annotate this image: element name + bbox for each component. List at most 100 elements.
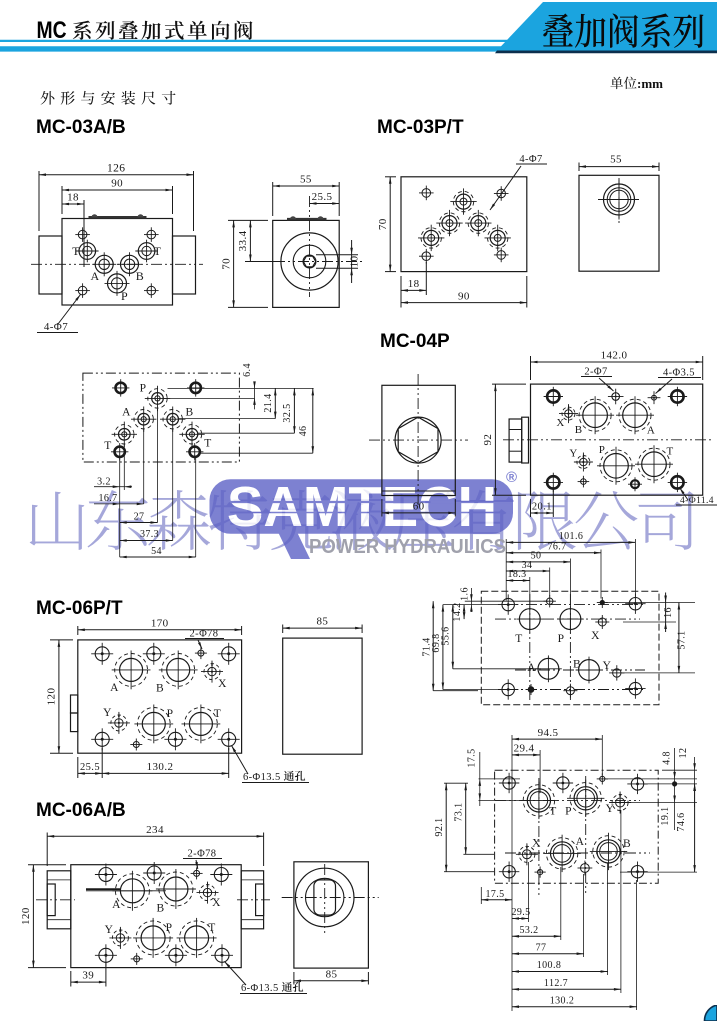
svg-text:70: 70	[221, 258, 233, 270]
svg-text:54: 54	[151, 546, 162, 557]
svg-text:90: 90	[458, 290, 470, 302]
svg-text:21.4: 21.4	[263, 393, 274, 412]
svg-text:16.7: 16.7	[98, 493, 117, 504]
svg-text:73.1: 73.1	[453, 802, 464, 821]
svg-text:18: 18	[67, 192, 79, 204]
svg-text:46: 46	[298, 426, 309, 437]
svg-text:A: A	[112, 899, 121, 911]
svg-text:P: P	[558, 633, 565, 645]
svg-text:T: T	[204, 438, 211, 450]
svg-text:18: 18	[408, 278, 420, 290]
svg-text:101.6: 101.6	[559, 531, 584, 542]
svg-text:77: 77	[536, 942, 547, 953]
svg-text:2-Φ78: 2-Φ78	[190, 629, 219, 640]
svg-text:130.2: 130.2	[147, 761, 174, 773]
svg-text:B: B	[573, 659, 581, 671]
svg-text:92: 92	[482, 434, 494, 446]
svg-text:T: T	[515, 633, 522, 645]
svg-text:SAMTECH: SAMTECH	[227, 475, 497, 539]
svg-text:19.1: 19.1	[660, 806, 671, 825]
svg-text:T: T	[214, 708, 221, 720]
svg-text:27: 27	[134, 511, 145, 522]
svg-text:T: T	[154, 244, 162, 258]
svg-text:MC: MC	[37, 16, 67, 44]
svg-text:12: 12	[678, 748, 689, 759]
svg-text:2-Φ7: 2-Φ7	[584, 367, 607, 378]
svg-text:29.5: 29.5	[511, 907, 530, 918]
svg-text:100.8: 100.8	[537, 960, 562, 971]
svg-text:B: B	[185, 407, 193, 419]
svg-text:71.4: 71.4	[422, 637, 433, 656]
svg-text:T: T	[666, 446, 673, 458]
svg-text:®: ®	[506, 469, 517, 486]
svg-text:142.0: 142.0	[601, 350, 628, 362]
svg-text:55: 55	[300, 174, 312, 186]
svg-text:120: 120	[20, 907, 32, 925]
svg-text:P: P	[565, 806, 572, 818]
svg-text:P: P	[599, 444, 606, 456]
svg-text:53.2: 53.2	[519, 925, 538, 936]
svg-text:55.6: 55.6	[441, 626, 452, 645]
svg-text:A: A	[110, 682, 119, 694]
svg-text:X: X	[212, 897, 221, 909]
svg-text:112.7: 112.7	[544, 978, 568, 989]
svg-text:234: 234	[146, 824, 164, 836]
svg-text:4-Φ3.5: 4-Φ3.5	[663, 368, 695, 379]
svg-text:Y: Y	[103, 707, 112, 719]
svg-text:18.3: 18.3	[507, 569, 526, 580]
svg-text:X: X	[218, 678, 227, 690]
svg-text:P: P	[121, 289, 128, 303]
svg-text:X: X	[591, 630, 600, 642]
svg-text:85: 85	[326, 968, 338, 980]
svg-text:4-Φ11.4: 4-Φ11.4	[680, 496, 714, 506]
svg-text:1.6: 1.6	[460, 587, 471, 601]
svg-text:6-Φ13.5: 6-Φ13.5	[241, 983, 279, 994]
svg-text:X: X	[532, 838, 541, 850]
svg-text:37.3: 37.3	[140, 529, 159, 540]
svg-text:70: 70	[377, 218, 389, 230]
svg-text:50: 50	[531, 551, 542, 562]
svg-text:B: B	[136, 269, 144, 283]
svg-text:A: A	[576, 836, 585, 848]
svg-text:Y: Y	[606, 803, 615, 815]
svg-text:A: A	[527, 662, 536, 674]
svg-text:B: B	[156, 683, 164, 695]
svg-text:Y: Y	[603, 660, 612, 672]
svg-text:25.5: 25.5	[80, 762, 100, 773]
svg-text:120: 120	[46, 688, 58, 706]
svg-text:X: X	[556, 417, 564, 429]
svg-text:T: T	[549, 806, 556, 818]
svg-text:33.4: 33.4	[237, 230, 249, 251]
svg-text:16: 16	[663, 607, 674, 618]
svg-text:74.6: 74.6	[676, 812, 687, 831]
svg-text:T: T	[72, 244, 80, 258]
svg-text:A: A	[90, 269, 99, 283]
svg-text:130.2: 130.2	[550, 995, 575, 1006]
svg-text:10: 10	[349, 256, 361, 268]
svg-text:85: 85	[316, 616, 328, 628]
svg-text:32.5: 32.5	[282, 403, 293, 422]
svg-text:170: 170	[151, 617, 169, 629]
svg-text:P: P	[167, 708, 174, 720]
svg-text:4.8: 4.8	[662, 751, 673, 765]
svg-text:B: B	[156, 903, 164, 915]
svg-text:60: 60	[413, 501, 425, 513]
svg-text:B: B	[623, 838, 631, 850]
svg-text:Y: Y	[569, 448, 577, 460]
svg-text::mm: :mm	[637, 76, 663, 91]
svg-text:39: 39	[82, 970, 94, 982]
svg-text:T: T	[104, 440, 111, 452]
svg-text:126: 126	[107, 163, 125, 175]
svg-text:76.7: 76.7	[547, 542, 566, 553]
svg-text:3.2: 3.2	[97, 477, 111, 488]
svg-text:90: 90	[111, 178, 123, 190]
svg-text:2-Φ78: 2-Φ78	[188, 849, 217, 860]
svg-text:4-Φ7: 4-Φ7	[519, 154, 542, 165]
svg-text:69.8: 69.8	[431, 633, 442, 652]
svg-text:6-Φ13.5: 6-Φ13.5	[243, 772, 281, 783]
svg-text:57.1: 57.1	[677, 630, 688, 649]
svg-text:17.5: 17.5	[467, 748, 478, 767]
svg-text:94.5: 94.5	[538, 727, 559, 739]
svg-text:A: A	[122, 407, 131, 419]
svg-text:P: P	[166, 922, 173, 934]
